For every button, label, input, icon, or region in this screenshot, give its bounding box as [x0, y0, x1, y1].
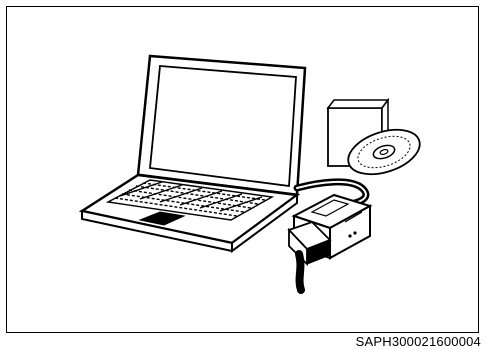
- laptop-screen: [138, 56, 305, 195]
- figure-caption: SAPH300021600004: [356, 334, 481, 349]
- diagnostic-cable: [299, 254, 301, 290]
